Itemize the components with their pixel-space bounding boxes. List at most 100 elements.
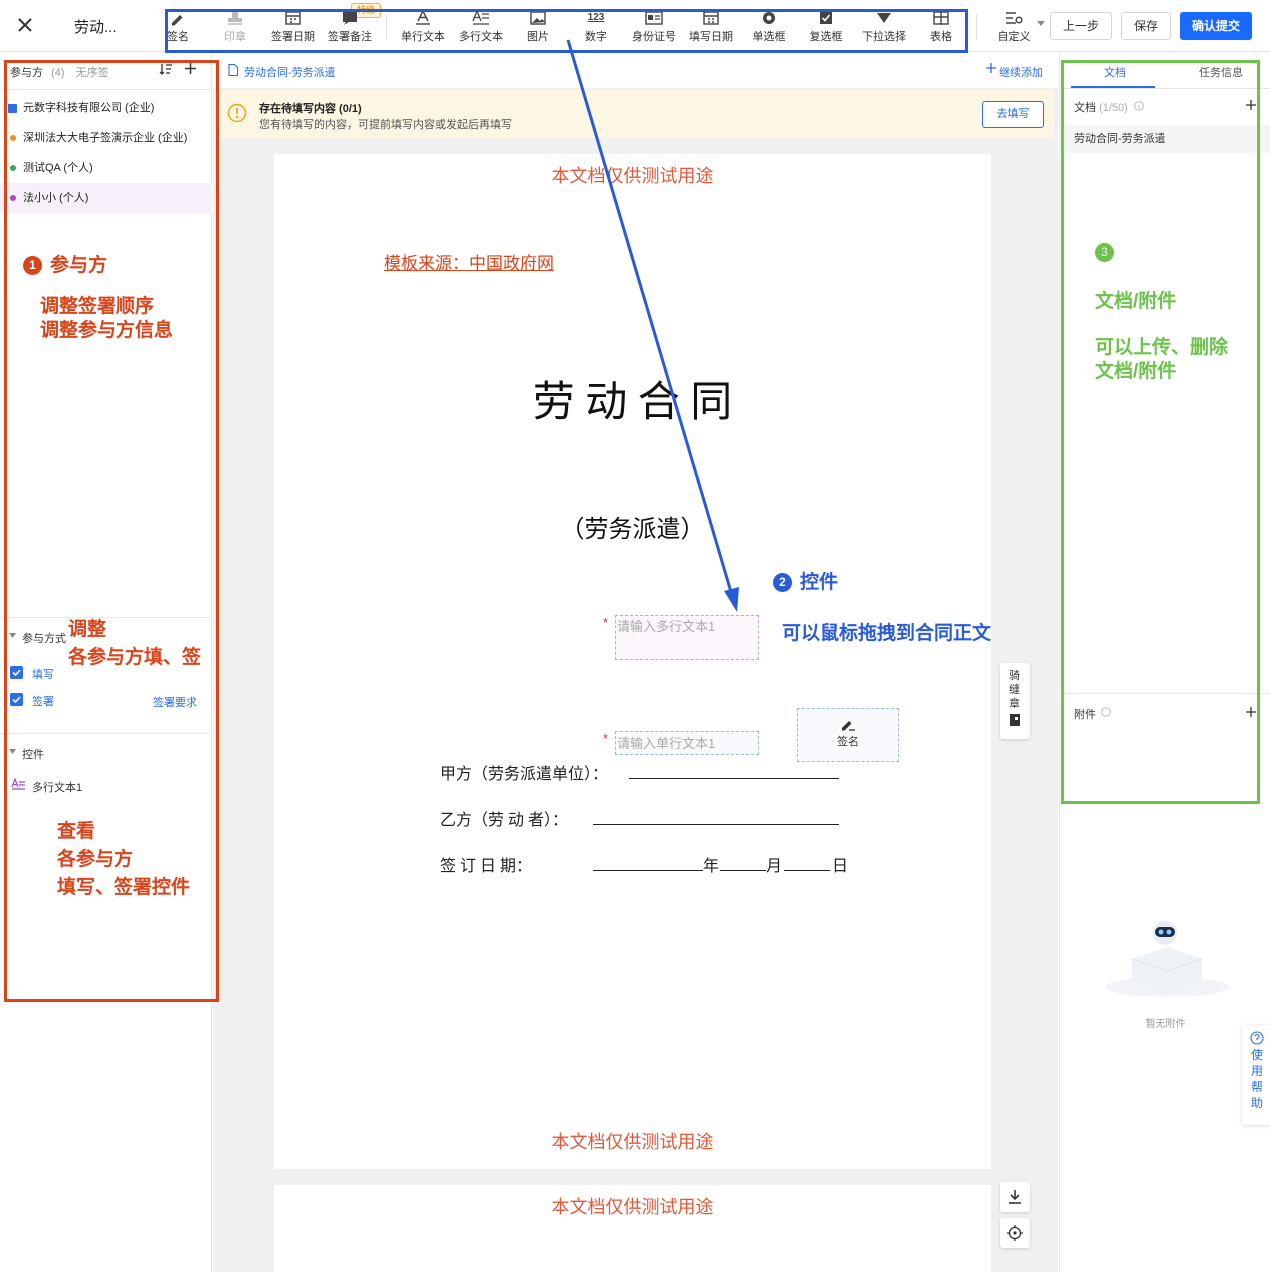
checkbox-tool-label: 复选框 xyxy=(809,31,843,43)
download-button[interactable] xyxy=(1000,1182,1030,1212)
sign-date-icon xyxy=(284,10,302,26)
participant-item[interactable]: 法小小 (个人) xyxy=(0,183,212,213)
right-panel: 文档 任务信息 文档 (1/50) 劳动合同-劳务派遣 附件 暂无附件 xyxy=(1059,53,1270,1272)
multi-text-icon xyxy=(472,10,490,26)
id-number-tool[interactable]: 身份证号 xyxy=(626,6,682,46)
toolbar-divider xyxy=(976,14,977,40)
document-list-item[interactable]: 劳动合同-劳务派遣 xyxy=(1060,125,1270,153)
tab-task-info[interactable]: 任务信息 xyxy=(1199,67,1243,79)
radio-icon xyxy=(760,10,778,26)
toolbar-highlight-box xyxy=(165,9,968,53)
annotation-line: 查看 xyxy=(57,821,96,842)
right-panel-highlight-box xyxy=(1061,60,1260,804)
left-panel-highlight-box xyxy=(4,60,219,1002)
save-button[interactable]: 保存 xyxy=(1121,12,1171,40)
participant-color-dot xyxy=(10,135,16,141)
pending-fill-notice: 存在待填写内容 (0/1) 您有待填写的内容，可提前填写内容或发起后再填写 去填… xyxy=(217,90,1054,138)
table-tool[interactable]: 表格 xyxy=(913,6,969,46)
seam-seal-button[interactable]: 骑缝章 xyxy=(1000,663,1030,739)
notice-description: 您有待填写的内容，可提前填写内容或发起后再填写 xyxy=(259,119,512,131)
locate-button[interactable] xyxy=(1000,1218,1030,1248)
checkbox-icon xyxy=(817,10,835,26)
single-text-tool[interactable]: 单行文本 xyxy=(395,6,451,46)
attachment-heading: 附件 xyxy=(1074,709,1096,721)
help-icon xyxy=(1250,1031,1264,1045)
annotation-control-desc: 可以鼠标拖拽到合同正文 xyxy=(782,623,992,644)
annotation-line: 文档/附件 xyxy=(1095,361,1177,382)
control-item[interactable]: 多行文本1 xyxy=(32,782,83,794)
custom-tool[interactable]: 自定义 xyxy=(986,6,1042,46)
controls-heading: 控件 xyxy=(22,749,44,761)
annotation-line: 调整参与方信息 xyxy=(40,320,174,341)
help-button[interactable]: 使用帮助 xyxy=(1242,1025,1270,1125)
fill-date-tool[interactable]: 填写日期 xyxy=(683,6,739,46)
required-mark: * xyxy=(603,615,609,630)
multiline-text-control[interactable]: 请输入多行文本1 xyxy=(615,615,759,660)
empty-robot-icon xyxy=(1102,919,1232,999)
sign-date-tool[interactable]: 签署日期 xyxy=(265,6,321,46)
sign-remark-icon xyxy=(341,10,359,26)
sign-remark-tool-label: 签署备注 xyxy=(328,31,372,43)
required-mark: * xyxy=(603,731,609,746)
multi-text-tool[interactable]: 多行文本 xyxy=(453,6,509,46)
participant-item[interactable]: 元数字科技有限公司 (企业) xyxy=(0,93,212,123)
go-fill-button[interactable]: 去填写 xyxy=(982,101,1044,128)
annotation-control-title: 控件 xyxy=(800,572,839,593)
image-tool[interactable]: 图片 xyxy=(510,6,566,46)
doc-label: 文档 xyxy=(1074,102,1096,114)
annotation-line: 可以上传、删除 xyxy=(1095,337,1229,358)
party-b-line xyxy=(593,824,839,825)
checkbox-tool[interactable]: 复选框 xyxy=(798,6,854,46)
singleline-text-control[interactable]: 请输入单行文本1 xyxy=(615,731,759,755)
number-tool-label: 数字 xyxy=(585,31,607,43)
participant-color-dot xyxy=(10,195,16,201)
add-participant-icon[interactable] xyxy=(184,62,197,75)
radio-tool-label: 单选框 xyxy=(752,31,786,43)
signature-control[interactable]: 签名 xyxy=(797,708,899,762)
fill-date-icon xyxy=(702,10,720,26)
participant-item[interactable]: 深圳法大大电子签演示企业 (企业) xyxy=(0,123,212,153)
fill-checkbox[interactable] xyxy=(10,666,23,679)
participants-count: (4) xyxy=(51,67,65,79)
collapse-icon[interactable] xyxy=(9,749,16,754)
sign-order-mode[interactable]: 无序签 xyxy=(75,67,109,79)
custom-dropdown-icon[interactable] xyxy=(1037,21,1045,27)
dropdown-tool[interactable]: 下拉选择 xyxy=(856,6,912,46)
sign-requirement-link[interactable]: 签署要求 xyxy=(153,697,197,709)
tab-document[interactable]: 文档 xyxy=(1104,67,1126,79)
close-icon[interactable] xyxy=(14,14,36,36)
custom-settings-icon xyxy=(1005,10,1023,26)
top-bar: 劳动... 特级 自定义 上一步 保存 确认提交 签名印章签署日期签署备注单行文… xyxy=(0,0,1270,52)
fill-label: 填写 xyxy=(32,669,54,681)
prev-step-button[interactable]: 上一步 xyxy=(1050,12,1112,40)
breadcrumb-doc[interactable]: 劳动合同-劳务派遣 xyxy=(244,67,336,79)
participant-item[interactable]: 测试QA (个人) xyxy=(0,153,212,183)
continue-add-link[interactable]: 继续添加 xyxy=(999,67,1043,79)
divider xyxy=(1060,693,1270,694)
sort-icon[interactable] xyxy=(159,63,173,75)
annotation-number-3: 3 xyxy=(1095,243,1122,262)
mode-heading: 参与方式 xyxy=(22,633,66,645)
sign-checkbox[interactable] xyxy=(10,693,23,706)
annotation-controls: 查看 各参与方 填写、签署控件 xyxy=(57,818,190,902)
seal-tool[interactable]: 印章 xyxy=(207,6,263,46)
collapse-icon[interactable] xyxy=(9,633,16,638)
add-attachment-icon[interactable] xyxy=(1246,707,1256,717)
signature-tool[interactable]: 签名 xyxy=(150,6,206,46)
enterprise-icon xyxy=(8,104,17,113)
annotation-number-1: 1 xyxy=(23,256,42,275)
radio-tool[interactable]: 单选框 xyxy=(741,6,797,46)
confirm-submit-button[interactable]: 确认提交 xyxy=(1180,12,1252,40)
party-b-label: 乙方（劳 动 者）： xyxy=(440,812,569,829)
sign-remark-tool[interactable]: 签署备注 xyxy=(322,6,378,46)
add-document-icon[interactable] xyxy=(1246,100,1256,110)
participant-name: 测试QA (个人) xyxy=(23,162,93,174)
participant-color-dot xyxy=(10,165,16,171)
signature-control-label: 签名 xyxy=(837,736,859,748)
plus-icon[interactable] xyxy=(986,63,996,73)
active-tab-indicator xyxy=(1071,86,1155,88)
divider xyxy=(1060,88,1270,89)
annotation-line: 调整签署顺序 xyxy=(40,296,155,317)
notice-title: 存在待填写内容 (0/1) xyxy=(259,103,362,115)
